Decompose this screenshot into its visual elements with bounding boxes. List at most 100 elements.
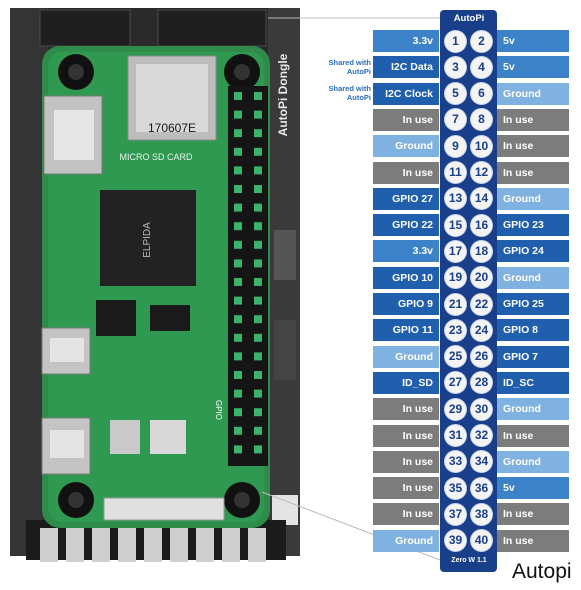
header-pin <box>234 240 242 249</box>
pin-number-odd: 3 <box>445 56 466 78</box>
pin-number-even: 18 <box>471 240 492 262</box>
pin-number-odd: 39 <box>445 530 466 552</box>
pin-number-odd: 19 <box>445 267 466 289</box>
header-pin <box>234 147 242 156</box>
header-pin <box>234 315 242 324</box>
pin-label-right: In use <box>497 161 569 184</box>
header-pin <box>234 129 242 138</box>
pin-label-right: Ground <box>497 82 569 105</box>
pin-label-left: GPIO 11 <box>373 319 439 342</box>
pin-number-even: 6 <box>471 83 492 105</box>
pin-label-left: 3.3v <box>373 30 439 52</box>
pin-label-right: In use <box>497 135 569 158</box>
pin-label-left: Ground <box>373 135 439 158</box>
pin-label-left: Ground <box>373 345 439 368</box>
header-pin <box>234 389 242 398</box>
header-pin <box>254 333 262 342</box>
header-pin <box>234 371 242 379</box>
pin-label-left: GPIO 10 <box>373 266 439 289</box>
pin-number-odd: 31 <box>445 425 466 446</box>
pin-label-right: Ground <box>497 187 569 210</box>
header-pin <box>234 166 242 175</box>
pin-number-odd: 23 <box>445 319 466 341</box>
header-pin <box>234 110 242 119</box>
pin-label-left: In use <box>373 161 439 184</box>
header-pin <box>234 203 242 212</box>
pin-label-right: 5v <box>497 56 569 79</box>
pin-number-even: 28 <box>471 372 492 394</box>
pinout-title: AutoPi <box>453 13 485 24</box>
main-chip <box>100 190 196 286</box>
pin-number-odd: 7 <box>445 109 466 131</box>
pin-number-odd: 35 <box>445 477 466 499</box>
header-pin <box>234 185 242 193</box>
pin-number-even: 26 <box>471 346 492 368</box>
header-pin <box>254 110 262 119</box>
header-pin <box>234 278 242 286</box>
pin-number-even: 4 <box>471 56 492 78</box>
pin-number-even: 34 <box>471 451 492 473</box>
corner-text: Autopi <box>512 560 572 583</box>
pin-label-left: In use <box>373 108 439 131</box>
header-pin <box>254 147 262 156</box>
pin-label-right: ID_SC <box>497 371 569 394</box>
shared-note-2: Shared with AutoPi <box>328 84 371 102</box>
header-pin <box>254 296 262 305</box>
pin-label-right: GPIO 8 <box>497 319 569 342</box>
header-pin <box>234 222 242 231</box>
header-pin <box>254 92 262 100</box>
sd-label: 170607E <box>148 121 196 135</box>
mounting-posts <box>58 54 260 518</box>
header-pin <box>254 408 262 417</box>
header-pin <box>254 166 262 175</box>
pin-label-right: In use <box>497 503 569 526</box>
pin-label-right: In use <box>497 108 569 131</box>
header-pin <box>254 445 262 454</box>
pin-label-right: Ground <box>497 450 569 473</box>
header-pin <box>254 240 262 249</box>
header-pin <box>234 92 242 100</box>
pin-number-even: 36 <box>471 477 492 499</box>
pin-number-odd: 33 <box>445 451 466 473</box>
header-pin <box>254 426 262 435</box>
pin-number-odd: 25 <box>445 346 466 368</box>
pin-number-odd: 37 <box>445 503 466 525</box>
header-pin <box>254 259 262 268</box>
pin-number-even: 40 <box>471 530 492 552</box>
pin-number-even: 14 <box>471 188 492 210</box>
shared-note-1: Shared with AutoPi <box>328 58 371 76</box>
pin-label-left: In use <box>373 503 439 526</box>
pin-label-left: In use <box>373 477 439 500</box>
pin-label-left: In use <box>373 398 439 421</box>
pin-label-right: Ground <box>497 398 569 421</box>
header-pin <box>234 296 242 305</box>
pin-number-odd: 29 <box>445 398 466 420</box>
pin-number-even: 32 <box>471 425 492 446</box>
pin-label-left: GPIO 9 <box>373 293 439 315</box>
pin-number-odd: 11 <box>445 162 466 183</box>
pin-label-left: 3.3v <box>373 240 439 263</box>
pin-number-odd: 21 <box>445 293 466 315</box>
pin-label-right: GPIO 23 <box>497 214 569 237</box>
gpio-silk-label: GPIO <box>214 400 223 420</box>
pin-number-even: 16 <box>471 214 492 236</box>
pin-number-odd: 13 <box>445 188 466 210</box>
pin-number-even: 10 <box>471 135 492 157</box>
pin-label-left: ID_SD <box>373 371 439 394</box>
header-pin <box>254 203 262 212</box>
header-pin <box>254 352 262 361</box>
pin-number-odd: 17 <box>445 240 466 262</box>
header-pin <box>254 315 262 324</box>
pin-number-odd: 27 <box>445 372 466 394</box>
pin-label-right: GPIO 7 <box>497 345 569 368</box>
pin-label-left: GPIO 27 <box>373 187 439 210</box>
header-pin <box>234 352 242 361</box>
pin-label-left: Ground <box>373 529 439 552</box>
pin-label-right: GPIO 25 <box>497 293 569 315</box>
pin-label-left: In use <box>373 424 439 447</box>
header-pin <box>234 408 242 417</box>
pin-label-left: I2C Clock <box>373 82 439 105</box>
pin-label-right: Ground <box>497 266 569 289</box>
pin-label-left: I2C Data <box>373 56 439 79</box>
header-pin <box>234 445 242 454</box>
